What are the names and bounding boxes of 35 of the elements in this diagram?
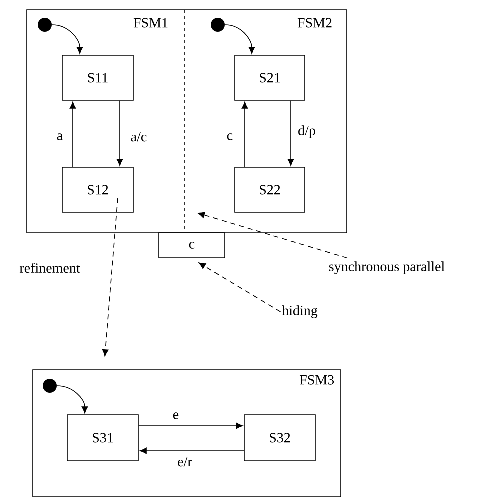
initial-dot [43, 379, 57, 393]
initial-dot [211, 18, 225, 32]
edge-label: a [56, 132, 64, 142]
arrow [52, 24, 84, 54]
edge-label: a/c [130, 131, 148, 143]
leader-line [198, 262, 282, 312]
state-box: S11 [62, 55, 134, 101]
state-box: S22 [234, 167, 306, 213]
machine-label: FSM1 [134, 18, 168, 28]
arrow [242, 102, 248, 168]
annotation-text: synchronous parallel [329, 262, 445, 274]
arrow [138, 422, 244, 430]
arrow [140, 448, 244, 454]
state-box: S32 [244, 414, 316, 462]
initial-dot [38, 18, 52, 32]
edge-label: d/p [297, 124, 317, 140]
state-box: S21 [234, 55, 306, 101]
edge-label: e/r [176, 456, 194, 468]
state-box: S12 [62, 167, 134, 213]
edge-label: refinement [18, 262, 82, 274]
arrow [288, 100, 294, 166]
arrow [57, 386, 88, 414]
container-box [26, 10, 348, 234]
state-box: S31 [67, 414, 139, 462]
annotation-text: hiding [282, 306, 318, 318]
edge-label: c [226, 132, 234, 142]
machine-label: FSM3 [300, 375, 334, 385]
leader-line [198, 212, 348, 259]
edge-label: e [172, 412, 180, 420]
arrow [102, 198, 118, 357]
arrow [70, 102, 76, 168]
arrow [116, 100, 124, 166]
state-box: c [158, 232, 226, 258]
arrow [225, 24, 256, 54]
machine-label: FSM2 [298, 18, 332, 28]
